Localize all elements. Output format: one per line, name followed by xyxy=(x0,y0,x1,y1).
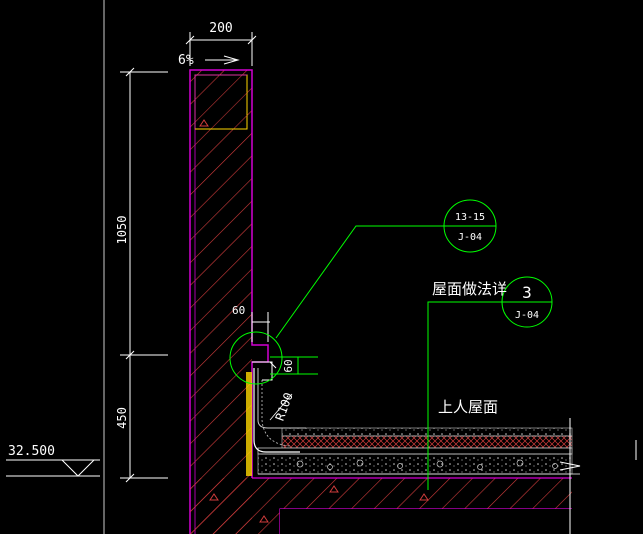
height-dimension xyxy=(120,67,168,483)
callout-1-top: 13-15 xyxy=(455,212,485,223)
elevation-label: 32.500 xyxy=(8,444,55,459)
callout-3 xyxy=(427,276,553,490)
recess-height-label: 60 xyxy=(282,359,295,372)
parapet-wall xyxy=(189,69,269,534)
callout-1-bottom: J-04 xyxy=(458,232,482,243)
elevation-marker-icon xyxy=(6,459,100,477)
recess-dimension xyxy=(251,312,270,342)
fillet-radius-label: R100 xyxy=(273,391,296,423)
fillet-leader xyxy=(269,393,293,421)
lower-height-label: 450 xyxy=(115,407,129,429)
recess-height-dimension xyxy=(270,356,318,375)
roof-layers xyxy=(257,427,580,475)
callout-13-15 xyxy=(275,199,497,339)
parapet-height-label: 1050 xyxy=(115,216,129,245)
callout-2-top: 3 xyxy=(522,283,532,302)
parapet-width-label: 200 xyxy=(209,21,232,36)
slope-label: 6% xyxy=(178,53,194,68)
recess-width-label: 60 xyxy=(232,304,245,317)
floor-slab xyxy=(190,477,572,534)
roof-detail-note: 屋面做法详 xyxy=(432,280,507,298)
roof-type-label: 上人屋面 xyxy=(438,398,498,416)
detail-circle xyxy=(229,331,283,385)
callout-2-bottom: J-04 xyxy=(515,310,539,321)
width-dimension xyxy=(185,32,257,66)
slope-arrow-icon xyxy=(205,55,240,65)
membrane-upturn xyxy=(246,361,306,476)
right-edge-marks xyxy=(559,418,637,534)
hatch-markers xyxy=(199,119,429,523)
